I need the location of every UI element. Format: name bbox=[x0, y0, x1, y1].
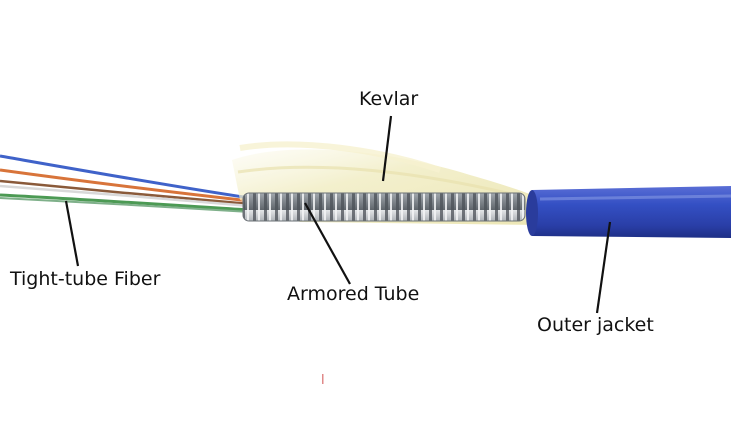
label-outer-jacket: Outer jacket bbox=[537, 314, 654, 336]
outer-jacket bbox=[526, 186, 731, 238]
fiber-orange bbox=[0, 168, 251, 203]
leader-kevlar bbox=[381, 115, 393, 182]
leader-armored-tube bbox=[304, 202, 351, 285]
leader-outer-jacket bbox=[595, 221, 612, 314]
fiber-teal bbox=[0, 197, 251, 213]
label-armored-tube: Armored Tube bbox=[287, 283, 420, 305]
stray-mark bbox=[322, 374, 324, 384]
fiber-brown bbox=[0, 179, 251, 206]
label-kevlar: Kevlar bbox=[359, 88, 419, 110]
label-tight-tube-fiber: Tight-tube Fiber bbox=[10, 268, 161, 290]
fiber-blue bbox=[0, 154, 251, 200]
fiber-green bbox=[0, 193, 251, 212]
fiber-white bbox=[0, 184, 251, 208]
tight-tube-fibers bbox=[0, 154, 251, 213]
leader-lines bbox=[64, 115, 612, 314]
armored-tube bbox=[242, 192, 526, 222]
leader-tight-tube-fiber bbox=[64, 200, 80, 267]
